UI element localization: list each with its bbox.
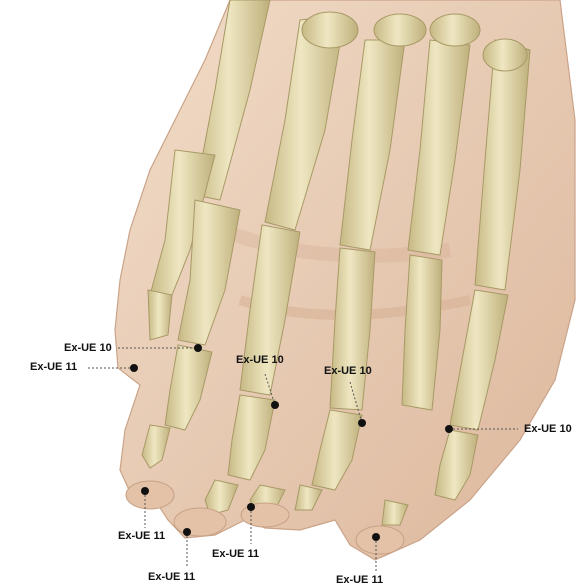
acupoint-marker-p6 bbox=[141, 487, 149, 495]
acupoint-marker-p7 bbox=[183, 528, 191, 536]
acupoint-marker-p5 bbox=[445, 425, 453, 433]
acupoint-marker-p1 bbox=[194, 344, 202, 352]
acupoint-label: Ex-UE 11 bbox=[148, 571, 195, 583]
acupoint-label: Ex-UE 11 bbox=[30, 361, 77, 373]
acupoint-marker-p4 bbox=[358, 419, 366, 427]
acupoint-label: Ex-UE 10 bbox=[236, 354, 284, 366]
acupoint-marker-p2 bbox=[130, 364, 138, 372]
acupoint-marker-p8 bbox=[247, 503, 255, 511]
acupoint-label: Ex-UE 10 bbox=[64, 342, 112, 354]
acupoint-label: Ex-UE 11 bbox=[212, 548, 259, 560]
acupoint-label: Ex-UE 10 bbox=[324, 365, 372, 377]
acupoint-label: Ex-UE 10 bbox=[524, 423, 572, 435]
acupoint-label: Ex-UE 11 bbox=[336, 574, 383, 586]
acupoint-marker-p3 bbox=[271, 401, 279, 409]
acupoint-label: Ex-UE 11 bbox=[118, 530, 165, 542]
acupoint-marker-p9 bbox=[372, 533, 380, 541]
